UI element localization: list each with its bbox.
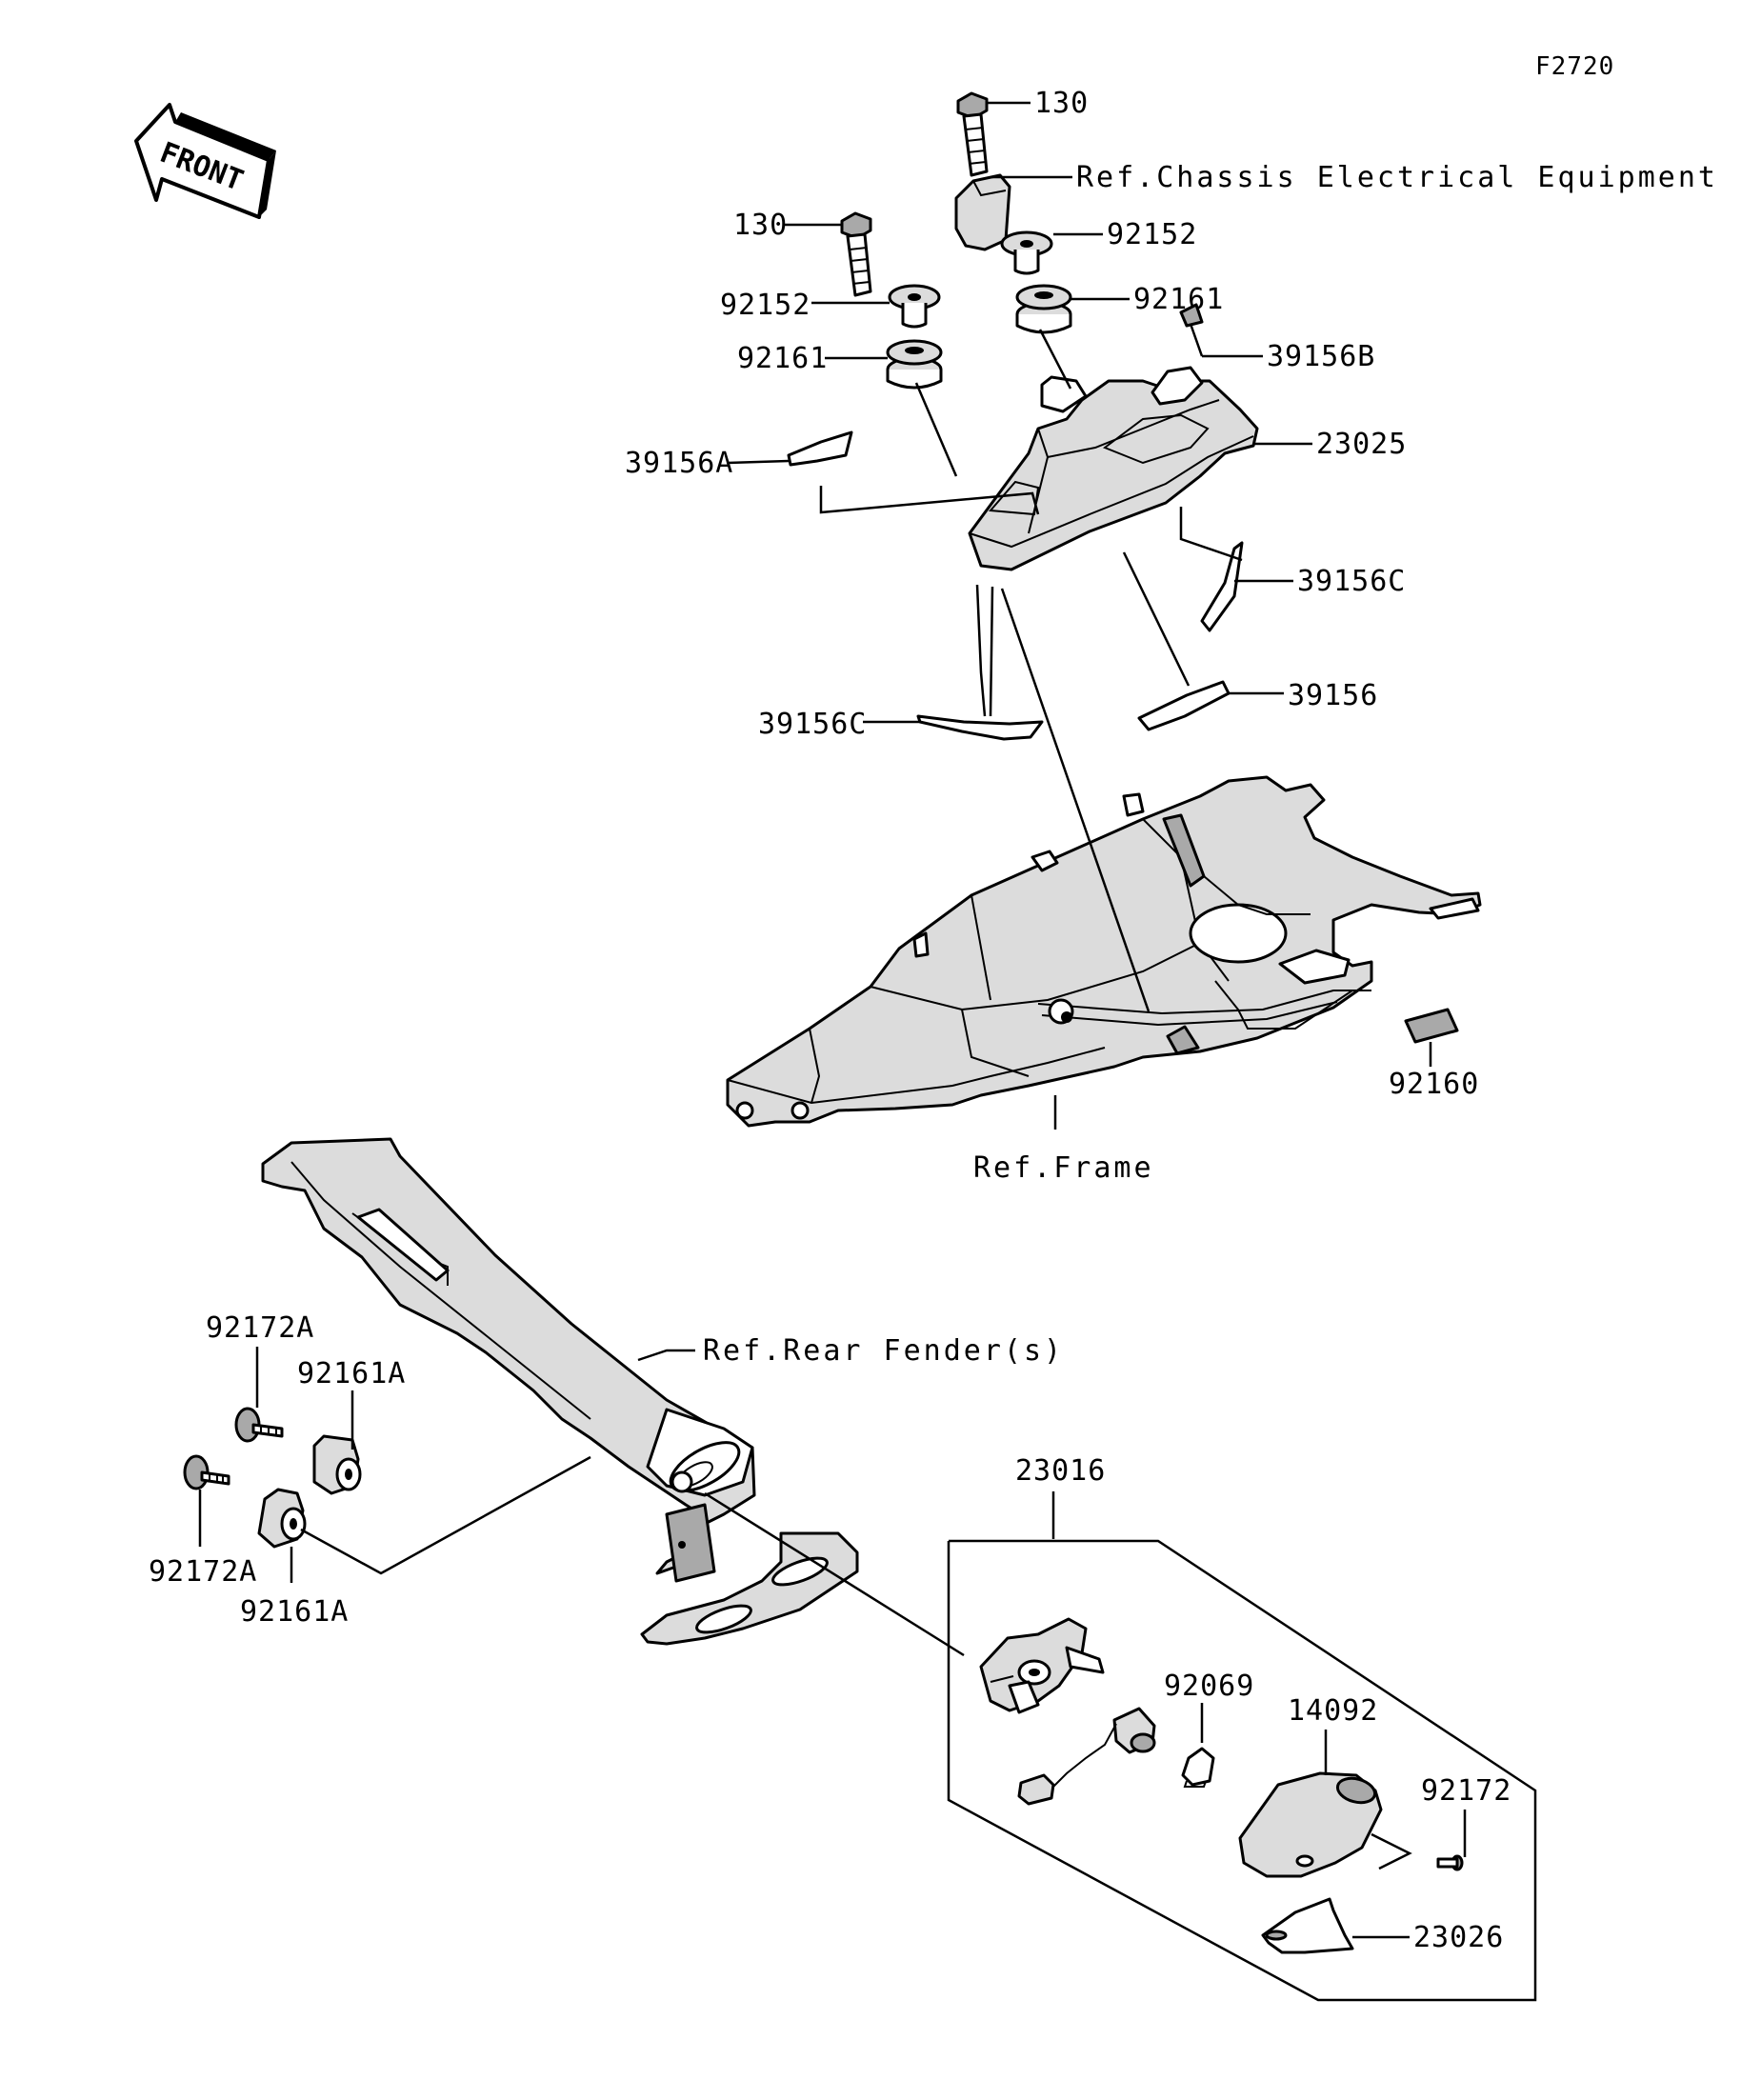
collar-92152-left [888,284,941,329]
label-92172: 92172 [1421,1774,1511,1808]
label-92152-left: 92152 [720,289,810,322]
bolt-130-top [956,91,989,177]
pad-39156A [787,430,853,467]
label-39156: 39156 [1288,679,1378,712]
lamp-base [979,1617,1105,1714]
cover-14092 [1238,1771,1383,1878]
lamp-assy-bracket-box [947,1539,1537,2002]
pad-39156B [1179,303,1204,328]
pad-39156C-left [916,714,1044,741]
label-130-left: 130 [733,209,788,242]
label-ref-chassis: Ref.Chassis Electrical Equipment [1076,161,1718,194]
label-23026: 23026 [1413,1921,1504,1954]
label-92172A-bottom: 92172A [149,1555,257,1589]
label-39156A: 39156A [625,447,733,480]
pad-92160 [1404,1008,1459,1044]
rear-fender [261,1137,859,1646]
front-arrow-icon: FRONT [134,103,276,219]
label-92069: 92069 [1164,1670,1254,1703]
label-23016: 23016 [1015,1454,1106,1488]
label-ref-rear-fender: Ref.Rear Fender(s) [703,1334,1064,1368]
label-39156C-left: 39156C [758,708,867,741]
diagram-code: F2720 [1535,52,1614,81]
label-92161A-bottom: 92161A [240,1595,349,1629]
pad-39156 [1137,680,1231,731]
bulb-92069 [1181,1747,1215,1788]
bolt-130-left [840,211,872,297]
lamp-socket [1017,1707,1156,1806]
label-92172A-top: 92172A [206,1311,314,1345]
screw-92172 [1436,1854,1464,1871]
label-14092: 14092 [1288,1694,1378,1728]
label-92161-right: 92161 [1133,283,1224,316]
bracket-chassis [954,173,1011,251]
damper-92161A-bottom [257,1488,307,1549]
lens-23026 [1261,1897,1354,1954]
label-92161-left: 92161 [737,342,828,375]
damper-92161-right [1015,284,1072,334]
case-23025 [968,366,1259,571]
label-92161A-top: 92161A [297,1357,406,1390]
damper-92161A-top [312,1434,362,1495]
label-92152-right: 92152 [1107,218,1197,251]
label-92160: 92160 [1389,1068,1479,1101]
screw-92172A-bottom [183,1454,230,1490]
screw-92172A-top [234,1407,284,1443]
label-130-top: 130 [1034,87,1089,120]
pad-39156C-right [1200,541,1244,632]
label-ref-frame: Ref.Frame [973,1151,1154,1185]
label-23025: 23025 [1316,428,1407,461]
frame [726,775,1482,1128]
damper-92161-left [886,339,943,390]
collar-92152-right [1000,230,1053,275]
label-39156C-right: 39156C [1297,565,1406,598]
label-39156B: 39156B [1267,340,1375,373]
